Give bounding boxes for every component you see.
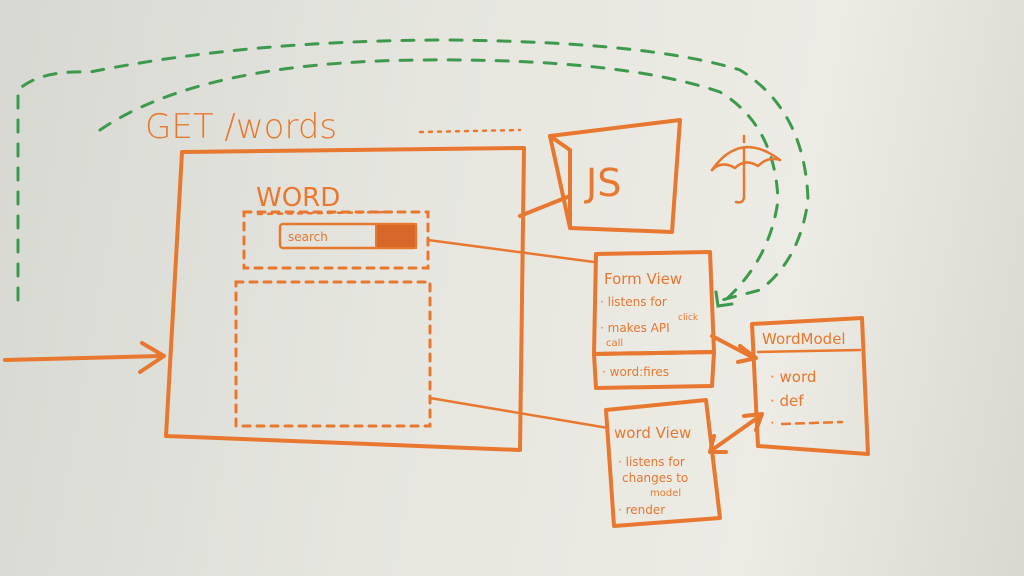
green-arrowhead	[714, 290, 734, 308]
page-to-js-line	[518, 194, 572, 218]
word-model-title-underline	[756, 348, 862, 354]
page-frame	[164, 146, 526, 452]
wordview-model-arrowhead-a	[742, 412, 764, 432]
word-view-item-1: · listens for	[618, 455, 685, 469]
word-view-item-2: changes to	[622, 471, 688, 485]
word-model-item-3: ·	[770, 414, 775, 432]
form-view-item-1: · listens for	[600, 295, 667, 309]
results-to-wordview-line	[428, 396, 610, 430]
green-loop-inner	[98, 58, 780, 307]
word-model-dash	[780, 420, 844, 426]
form-to-formview-line	[426, 238, 596, 264]
formview-to-model-arrowhead	[736, 344, 758, 364]
form-view-item-2: · makes API	[600, 321, 670, 335]
js-box-fold	[548, 134, 572, 230]
title-underline	[418, 128, 522, 134]
js-box	[548, 118, 682, 234]
form-view-footer: · word:fires	[602, 365, 669, 379]
form-view-title: Form View	[604, 270, 682, 288]
green-loop-left	[16, 38, 810, 302]
form-view-footer-box	[592, 350, 716, 390]
js-label: JS	[584, 161, 621, 205]
form-view-item-3: call	[606, 338, 623, 349]
word-view-box	[604, 398, 722, 528]
form-view-note: click	[678, 313, 699, 323]
word-model-item-1: · word	[770, 368, 816, 386]
request-arrow	[3, 354, 162, 362]
wordview-model-arrow	[710, 414, 762, 452]
word-model-title: WordModel	[762, 330, 846, 348]
page-heading: WORD	[256, 183, 340, 213]
word-view-item-4: · render	[618, 503, 665, 517]
search-placeholder: search	[288, 230, 328, 244]
umbrella-icon	[710, 134, 782, 204]
route-title: GET /words	[145, 107, 337, 147]
search-button	[375, 223, 417, 249]
request-arrowhead	[138, 341, 166, 374]
word-view-item-3: model	[650, 488, 681, 499]
word-view-title: word View	[614, 424, 691, 442]
word-model-box	[750, 316, 870, 456]
results-region	[234, 280, 432, 428]
word-model-item-2: · def	[770, 392, 804, 410]
formview-to-model-arrow	[710, 334, 756, 360]
